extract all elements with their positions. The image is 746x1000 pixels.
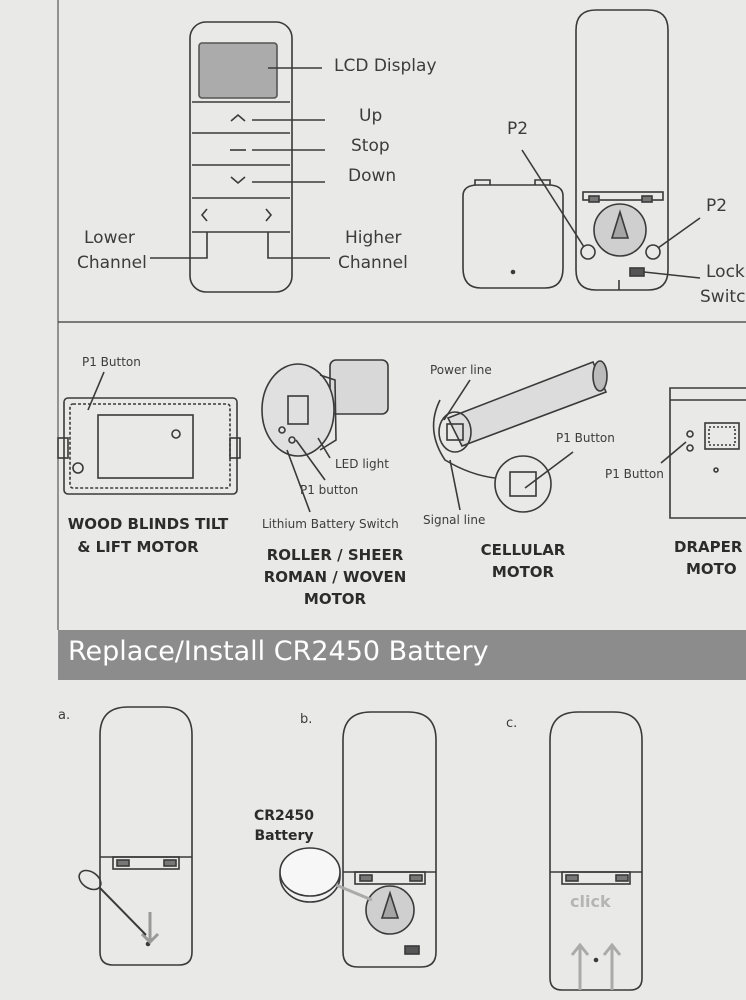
- higher-channel-label-2: Channel: [338, 253, 408, 273]
- stop-label: Stop: [351, 136, 390, 156]
- drapery-title-1: DRAPER: [674, 538, 743, 556]
- cellular-title-1: CELLULAR: [480, 541, 566, 559]
- roller-title-3: MOTOR: [303, 590, 367, 608]
- up-label: Up: [359, 106, 383, 126]
- section-banner: [58, 630, 746, 680]
- right-arrow-icon: [265, 208, 273, 222]
- step-c-label: c.: [506, 716, 518, 731]
- lcd-display-label: LCD Display: [334, 56, 437, 76]
- wood-title-2: & LIFT MOTOR: [77, 538, 199, 556]
- p2-right-label: P2: [706, 196, 728, 216]
- down-label: Down: [348, 166, 397, 186]
- roller-title-2: ROMAN / WOVEN: [263, 568, 407, 586]
- step-b-label: b.: [300, 712, 313, 727]
- section-banner-title: Replace/Install CR2450 Battery: [68, 636, 489, 667]
- cellular-p1-label: P1 Button: [556, 431, 615, 445]
- p2-left-label: P2: [507, 119, 529, 139]
- click-label: click: [570, 892, 611, 911]
- roller-led-label: LED light: [335, 457, 389, 471]
- wood-blinds-motor: [57, 397, 241, 495]
- lower-channel-label-2: Channel: [77, 253, 147, 273]
- roller-p1-label: P1 button: [300, 483, 359, 497]
- left-arrow-icon: [200, 208, 208, 222]
- step-a-label: a.: [58, 708, 71, 723]
- battery-label-2: Battery: [254, 828, 314, 844]
- wood-title-1: WOOD BLINDS TILT: [67, 515, 229, 533]
- battery-label-1: CR2450: [253, 808, 315, 824]
- remote-back: [462, 9, 669, 291]
- roller-motor: [261, 359, 389, 457]
- drapery-p1-label: P1 Button: [605, 467, 664, 481]
- up-arrow-icon: [230, 113, 246, 122]
- cellular-power-label: Power line: [430, 363, 492, 377]
- lock-switch-label-2: Switch: [700, 287, 746, 307]
- remote-step-a: [78, 706, 193, 966]
- remote-step-c: [549, 711, 643, 991]
- remote-step-b: [279, 711, 437, 968]
- drapery-motor: [669, 387, 746, 519]
- drapery-title-2: MOTO: [686, 560, 737, 578]
- down-arrow-icon: [230, 176, 246, 185]
- lower-channel-label-1: Lower: [84, 228, 135, 248]
- cellular-motor: [432, 360, 608, 513]
- higher-channel-label-1: Higher: [345, 228, 402, 248]
- wood-p1-label: P1 Button: [82, 355, 141, 369]
- roller-title-1: ROLLER / SHEER: [266, 546, 404, 564]
- roller-battery-switch-label: Lithium Battery Switch: [262, 517, 399, 531]
- cellular-signal-label: Signal line: [423, 513, 486, 527]
- lock-switch-label-1: Lock: [706, 262, 745, 282]
- cellular-title-2: MOTOR: [491, 563, 555, 581]
- remote-front: [189, 21, 293, 293]
